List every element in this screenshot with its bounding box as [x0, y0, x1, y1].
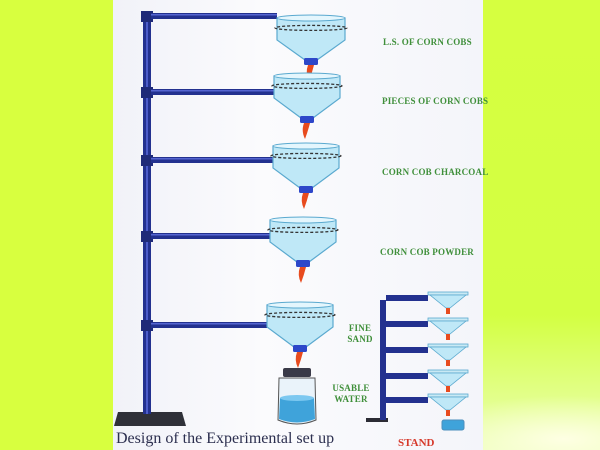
- stand-arm-highlight-1: [151, 14, 277, 16]
- funnel-cap-1: [304, 58, 318, 65]
- label-stage-4: CORN COB POWDER: [380, 247, 475, 257]
- outlet-tube-4: [298, 267, 306, 283]
- filter-funnel-2: [273, 75, 341, 119]
- small-stand-arm-2: [386, 321, 428, 327]
- funnel-clamp-ring-5: [264, 311, 336, 319]
- outlet-tube-3: [301, 193, 309, 209]
- small-funnel-2: [428, 320, 468, 335]
- funnel-clamp-ring-4: [267, 226, 339, 234]
- funnel-clamp-ring-3: [270, 152, 342, 160]
- collector-jar: [277, 368, 317, 425]
- small-funnel-rim-5: [427, 393, 469, 398]
- stand-base: [114, 412, 186, 426]
- stand-arm-4: [151, 233, 270, 239]
- stand-arm-highlight-3: [151, 158, 273, 160]
- funnel-cap-5: [293, 345, 307, 352]
- small-outlet-3: [446, 360, 450, 366]
- small-outlet-4: [446, 386, 450, 392]
- stand-arm-highlight-4: [151, 234, 270, 236]
- stand-joint-3: [141, 155, 153, 166]
- outlet-tube-5: [295, 352, 303, 368]
- small-funnel-rim-1: [427, 291, 469, 296]
- small-funnel-5: [428, 396, 468, 411]
- filter-funnel-1: [276, 17, 346, 61]
- small-funnel-rim-3: [427, 343, 469, 348]
- small-outlet-1: [446, 308, 450, 314]
- funnel-clamp-ring-1: [274, 24, 348, 32]
- small-stand-arm-3: [386, 347, 428, 353]
- small-stand-arm-5: [386, 397, 428, 403]
- small-funnel-3: [428, 346, 468, 361]
- label-stage-5: FINE SAND: [347, 323, 373, 344]
- small-stand-sketch: [366, 291, 469, 431]
- small-funnel-rim-2: [427, 317, 469, 322]
- stand-joint-1: [141, 11, 153, 22]
- background-glow: [482, 0, 600, 450]
- stand-arm-3: [151, 157, 273, 163]
- stand-arm-highlight-5: [151, 323, 267, 325]
- stand-arm-5: [151, 322, 267, 328]
- small-stand-arm-4: [386, 373, 428, 379]
- funnel-rim-4: [269, 216, 337, 224]
- stand-arm-2: [151, 89, 274, 95]
- funnel-rim-3: [272, 142, 340, 150]
- filter-funnel-4: [269, 219, 337, 263]
- stand-label: STAND: [398, 437, 435, 449]
- label-stage-2: PIECES OF CORN COBS: [382, 96, 489, 106]
- label-stage-3: CORN COB CHARCOAL: [382, 167, 489, 177]
- funnel-rim-1: [276, 14, 346, 22]
- funnel-cap-4: [296, 260, 310, 267]
- stand-joint-2: [141, 87, 153, 98]
- stand-arm-highlight-2: [151, 90, 274, 92]
- funnel-clamp-ring-2: [271, 82, 343, 90]
- small-stand-arm-1: [386, 295, 428, 301]
- stand-arm-1: [151, 13, 277, 19]
- stand-joint-5: [141, 320, 153, 331]
- funnel-rim-2: [273, 72, 341, 80]
- small-funnel-4: [428, 372, 468, 387]
- small-funnel-1: [428, 294, 468, 309]
- small-outlet-5: [446, 410, 450, 416]
- label-collector: USABLE WATER: [332, 383, 370, 404]
- stand-pole-highlight: [146, 18, 148, 414]
- stand-joint-4: [141, 231, 153, 242]
- filter-funnel-5: [266, 304, 334, 348]
- funnel-cap-2: [300, 116, 314, 123]
- funnel-rim-5: [266, 301, 334, 309]
- small-funnel-rim-4: [427, 369, 469, 374]
- outlet-tube-2: [302, 123, 310, 139]
- funnel-cap-3: [299, 186, 313, 193]
- filter-funnel-3: [272, 145, 340, 189]
- label-stage-1: L.S. OF CORN COBS: [383, 37, 472, 47]
- small-outlet-2: [446, 334, 450, 340]
- diagram-caption: Design of the Experimental set up: [116, 430, 335, 447]
